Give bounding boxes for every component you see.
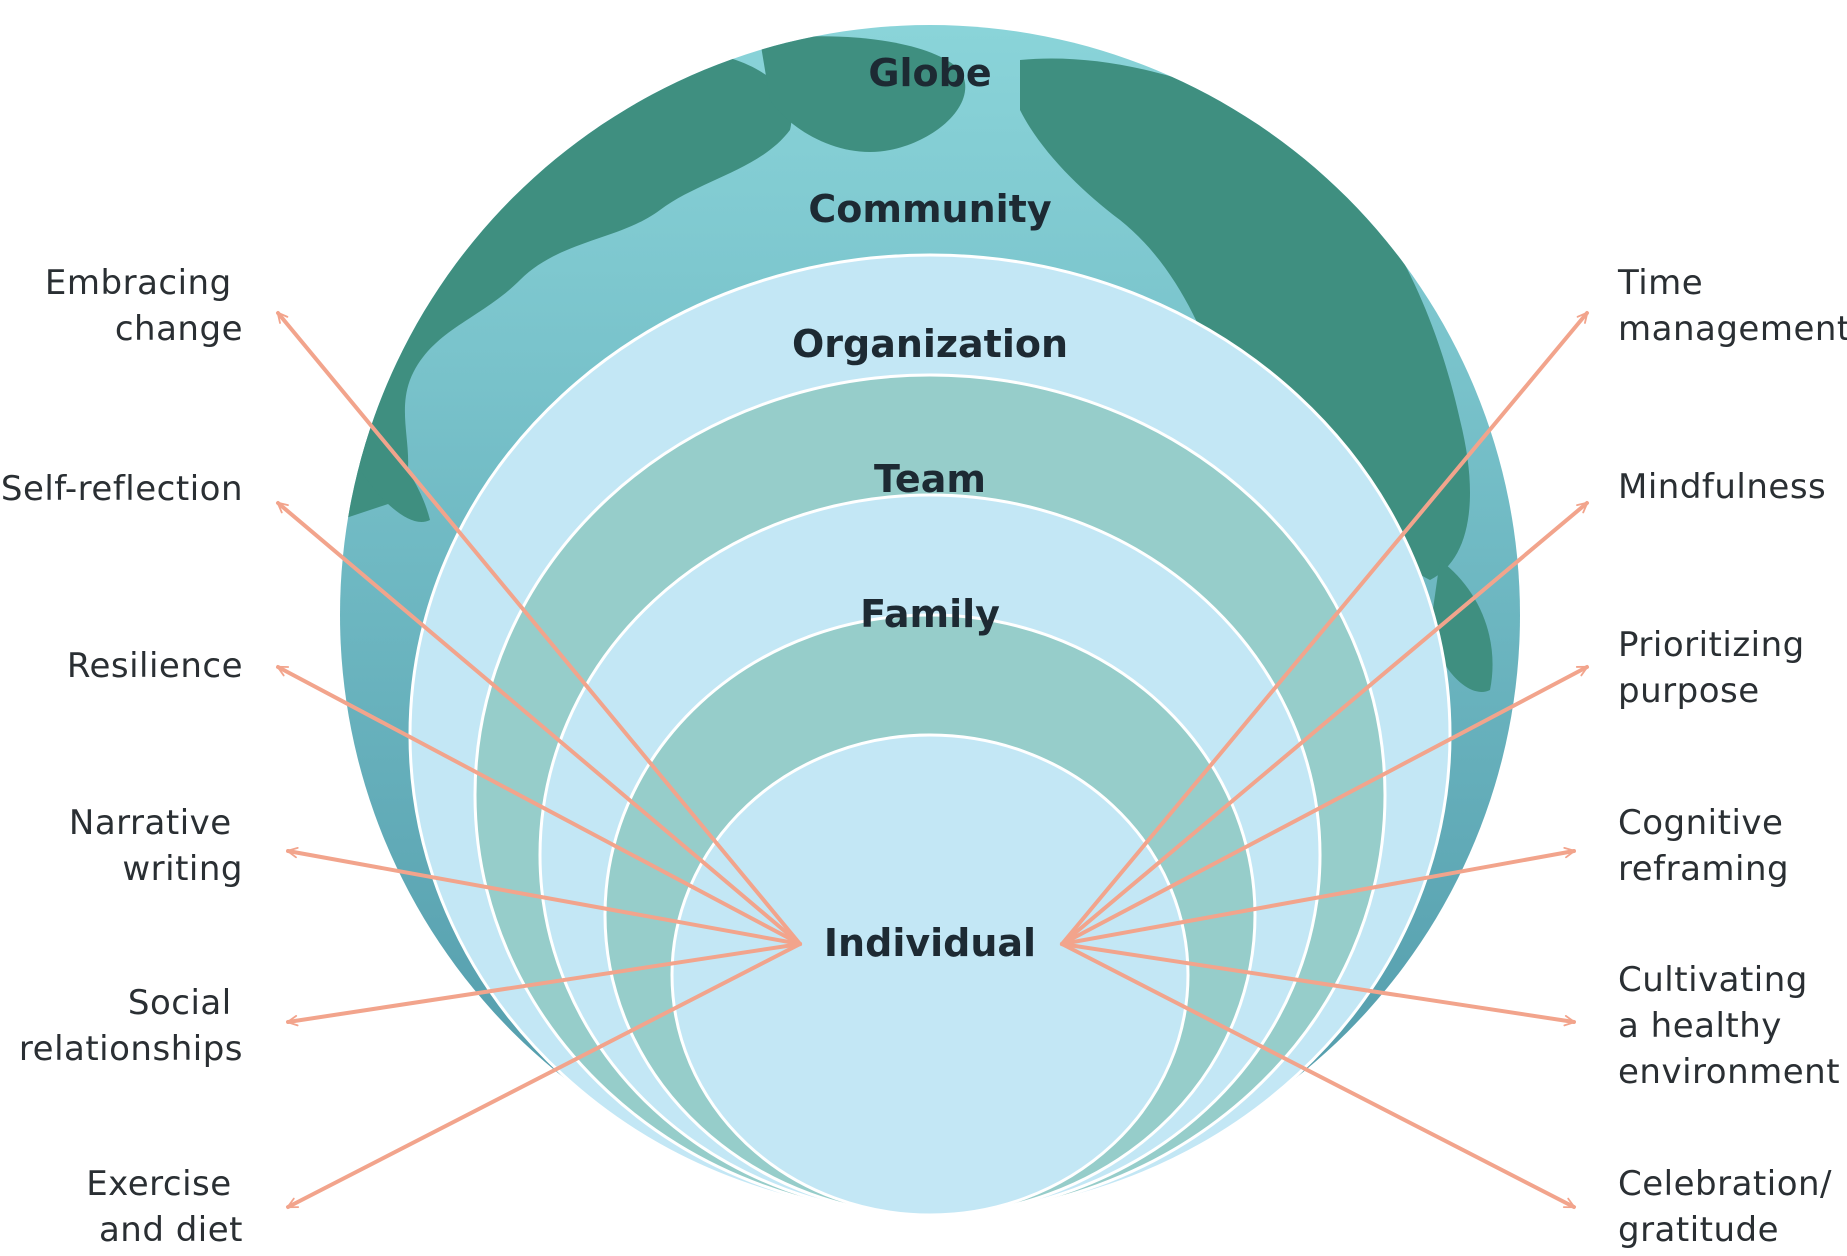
landmass-southeast [1430, 560, 1493, 692]
arrow-to-resilience [276, 665, 802, 946]
arrow-to-time-management [1060, 311, 1589, 946]
layer-individual [670, 733, 1190, 1217]
layer-label-community: Community [808, 187, 1051, 231]
layer-label-organization: Organization [792, 322, 1068, 366]
practice-mindfulness: Mindfulness [1618, 467, 1826, 507]
concentric-layers [408, 253, 1452, 1217]
practice-narrative-writing: Narrative writing [69, 803, 243, 889]
practice-embracing-change: Embracing change [45, 263, 243, 349]
practice-exercise-and-diet: Exercise and diet [86, 1164, 243, 1250]
arrow-to-celebration-gratitude [1060, 942, 1576, 1209]
layer-label-team: Team [874, 457, 986, 501]
practice-cultivating-healthy-environment: Cultivating a healthy environment [1618, 960, 1840, 1092]
practice-arrows [276, 311, 1589, 1209]
arrow-to-narrative-writing [286, 846, 802, 946]
arrow-to-cultivating-healthy-environment [1060, 942, 1576, 1027]
practice-cognitive-reframing: Cognitive reframing [1618, 803, 1795, 889]
arrow-to-cognitive-reframing [1060, 846, 1576, 946]
arrow-to-social-relationships [286, 942, 802, 1027]
right-practices: Time management Mindfulness Prioritizing… [1617, 263, 1847, 1250]
practice-prioritizing-purpose: Prioritizing purpose [1618, 625, 1816, 711]
practice-celebration-gratitude: Celebration/ gratitude [1618, 1164, 1843, 1250]
practice-social-relationships: Social relationships [19, 983, 243, 1069]
practice-resilience: Resilience [67, 646, 243, 686]
landmass-eurasia [1020, 58, 1470, 581]
layer-labels: Globe Community Organization Team Family… [792, 51, 1068, 965]
left-practices: Embracing change Self-reflection Resilie… [1, 263, 243, 1250]
practice-self-reflection: Self-reflection [1, 469, 243, 509]
layer-label-family: Family [860, 592, 1000, 636]
layer-label-individual: Individual [824, 921, 1036, 965]
layer-label-globe: Globe [868, 51, 991, 95]
arrow-to-exercise-and-diet [286, 942, 802, 1209]
landmass-central-america [355, 420, 430, 522]
practice-time-management: Time management [1617, 263, 1847, 349]
arrow-to-prioritizing-purpose [1060, 665, 1589, 946]
arrow-to-embracing-change [276, 311, 802, 946]
landmass-greenland [760, 36, 966, 152]
arrow-to-self-reflection [276, 501, 802, 946]
arrow-to-mindfulness [1060, 501, 1589, 946]
